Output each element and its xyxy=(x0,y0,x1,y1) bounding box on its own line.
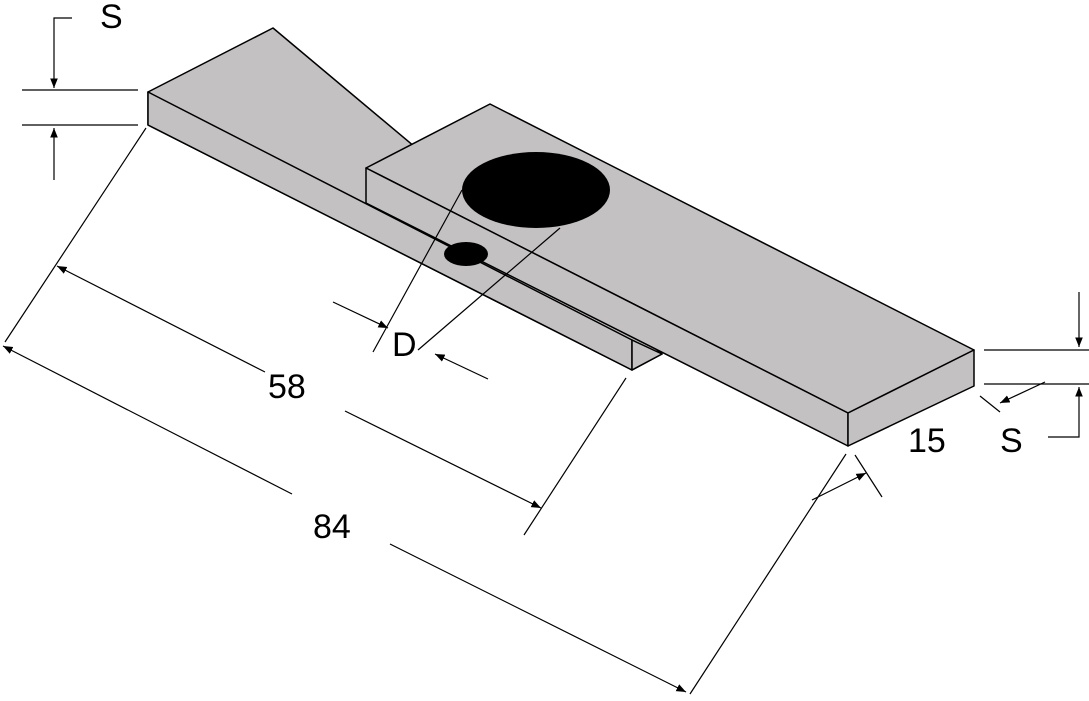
hole-top-plate xyxy=(462,152,610,228)
upper-plate-end-face xyxy=(847,349,975,447)
label-84: 84 xyxy=(313,508,351,546)
label-width: 15 xyxy=(908,422,946,460)
hole-lower-plate xyxy=(444,242,488,266)
dimension-s-right xyxy=(984,292,1089,438)
label-58: 58 xyxy=(268,368,306,406)
lower-plate-end-face xyxy=(631,339,663,371)
label-d: D xyxy=(392,326,417,364)
dimension-58 xyxy=(56,265,542,509)
dimension-84 xyxy=(2,345,867,693)
dimension-width xyxy=(979,381,1046,413)
dimension-s-top xyxy=(22,17,138,180)
label-s-top: S xyxy=(100,0,123,36)
dimension-d xyxy=(332,301,489,380)
label-s-right: S xyxy=(1000,422,1023,460)
extension-lines xyxy=(4,127,883,695)
